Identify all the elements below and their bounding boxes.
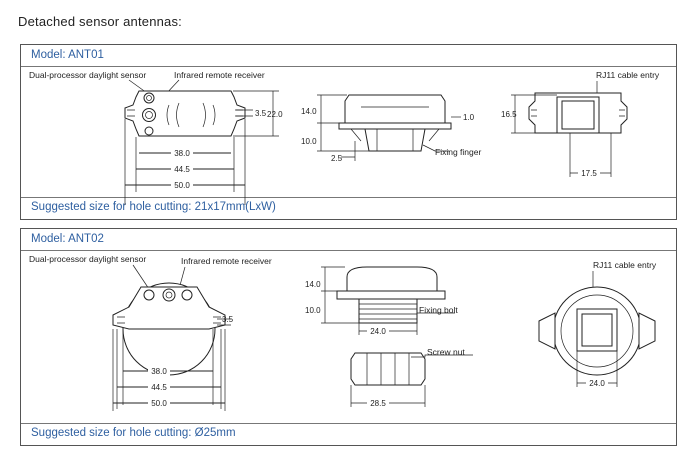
ant02-top-divider [21,250,676,251]
ant01-dim-3-5-ext [236,109,253,117]
ant02-bottom-divider [21,423,676,424]
ant02-screw-nut-body [350,352,426,386]
ant02-daylight-sensor-label: Dual-processor daylight sensor [29,254,146,264]
ant02-ear-slots [117,316,221,324]
ant02-ir-receiver-label: Infrared remote receiver [181,256,272,266]
ant02-dim-50: 50.0 [151,399,167,408]
ant02-daylight-sensor-lens [143,289,155,301]
ant01-side-view: 14.0 10.0 1.0 2.5 Fixing finger [301,94,481,163]
ant01-model-title: Model: ANT01 [31,49,104,61]
ant01-housing [124,90,246,137]
ant02-screw-nut-view: Screw nut 28.5 [350,347,473,408]
ant02-side-dome [346,266,438,292]
ant02-rear-inner-ring [560,294,634,368]
page-heading: Detached sensor antennas: [18,14,182,29]
ant02-rear-view: RJ11 cable entry 24.0 [538,260,657,388]
ant01-side-height-lines [317,94,369,152]
ant01-panel: Model: ANT01 Suggested size for hole cut… [20,44,677,220]
ant01-dim-10: 10.0 [301,137,317,146]
ant01-front-view: Dual-processor daylight sensor Infrared … [29,70,283,205]
ant02-hole-cutting-note: Suggested size for hole cutting: Ø25mm [31,427,236,439]
ant01-dim-1: 1.0 [463,113,475,122]
ant02-screw-nut-leader [411,354,473,358]
ant01-side-flange [338,122,452,130]
ant02-dim-24: 24.0 [370,327,386,336]
ant01-dim-16-5-line [511,94,557,134]
ant02-side-flange [336,290,446,300]
ant02-rj11-port [581,313,613,347]
ant01-fixing-finger-label: Fixing finger [435,147,481,157]
ant02-model-title: Model: ANT02 [31,233,104,245]
ant01-dim-16-5: 16.5 [501,110,517,119]
ant01-ir-receiver-label: Infrared remote receiver [174,70,265,80]
ant01-side-housing [344,94,446,124]
ant01-dim-22-line [233,90,279,137]
ant02-daylight-leader [132,264,150,290]
ant02-rear-left-ear [538,312,556,350]
ant02-rear-right-ear [638,312,656,350]
ant01-ir-receiver-inner [145,111,153,119]
ant02-panel: Model: ANT02 Suggested size for hole cut… [20,228,677,446]
ant02-dim-38: 38.0 [151,367,167,376]
ant01-top-divider [21,66,676,67]
ant02-screw-nut-ribs [366,353,410,385]
ant01-dim-2-5-line [341,141,356,161]
ant01-daylight-sensor-label: Dual-processor daylight sensor [29,70,146,80]
ant01-rear-view: RJ11 cable entry 16.5 17.5 [501,70,660,178]
ant01-dim-44-5: 44.5 [174,165,190,174]
ant01-dim-14: 14.0 [301,107,317,116]
ant01-vent-ribs [166,102,216,128]
ant02-dim-3-5: 3.5 [222,315,234,324]
ant02-drawing: Dual-processor daylight sensor Infrared … [29,254,657,411]
ant02-front-view: Dual-processor daylight sensor Infrared … [29,254,272,411]
ant01-rj11-port [561,100,595,130]
ant02-extension-lines [112,329,226,411]
ant02-fixing-bolt-label: Fixing bolt [419,305,458,315]
ant01-dim-50: 50.0 [174,181,190,190]
ant01-dim-17-5: 17.5 [581,169,597,178]
ant02-dim-10: 10.0 [305,306,321,315]
ant01-fixing-fingers [350,128,440,142]
ant01-rear-ear-slots [531,109,625,117]
ant02-dim-44-5: 44.5 [151,383,167,392]
ant02-dim-28-5: 28.5 [370,399,386,408]
ant02-bolt-threads [359,303,417,320]
ant02-top-housing [112,286,226,330]
ant02-dim-3-5-ext [217,318,231,326]
ant01-daylight-sensor-inner [146,95,152,101]
ant01-hole-cutting-note: Suggested size for hole cutting: 21x17mm… [31,201,276,213]
ant01-led-indicator [144,126,154,136]
ant01-rj11-frame [556,96,600,134]
ant01-side-base-lines [376,129,414,151]
ant01-dim-22: 22.0 [267,110,283,119]
ant02-side-height-lines [321,266,359,324]
ant02-rj11-frame [576,308,618,352]
ant01-left-ear-slot [127,109,135,117]
ant02-rj11-label: RJ11 cable entry [593,260,657,270]
ant02-ir-receiver-inner [165,291,173,299]
ant02-dim-14: 14.0 [305,280,321,289]
ant01-drawing: Dual-processor daylight sensor Infrared … [29,70,660,205]
ant01-extension-lines [124,119,246,205]
ant01-daylight-sensor-lens [143,92,155,104]
ant02-fixing-bolt [358,298,418,324]
ant02-dim-24b: 24.0 [589,379,605,388]
ant02-led-indicator [181,289,193,301]
ant01-dim-38: 38.0 [174,149,190,158]
ant01-bottom-divider [21,197,676,198]
ant02-ir-receiver-lens [162,288,176,302]
ant02-side-view: 14.0 10.0 24.0 Fixing bolt [305,266,458,336]
ant01-rj11-label: RJ11 cable entry [596,70,660,80]
ant01-side-base [364,128,426,152]
ant01-dim-2-5: 2.5 [331,154,343,163]
ant01-ir-receiver-lens [142,108,156,122]
ant01-dim-3-5: 3.5 [255,109,267,118]
ant01-fixing-finger-leader [422,144,449,152]
ant02-screw-nut-label: Screw nut [427,347,465,357]
